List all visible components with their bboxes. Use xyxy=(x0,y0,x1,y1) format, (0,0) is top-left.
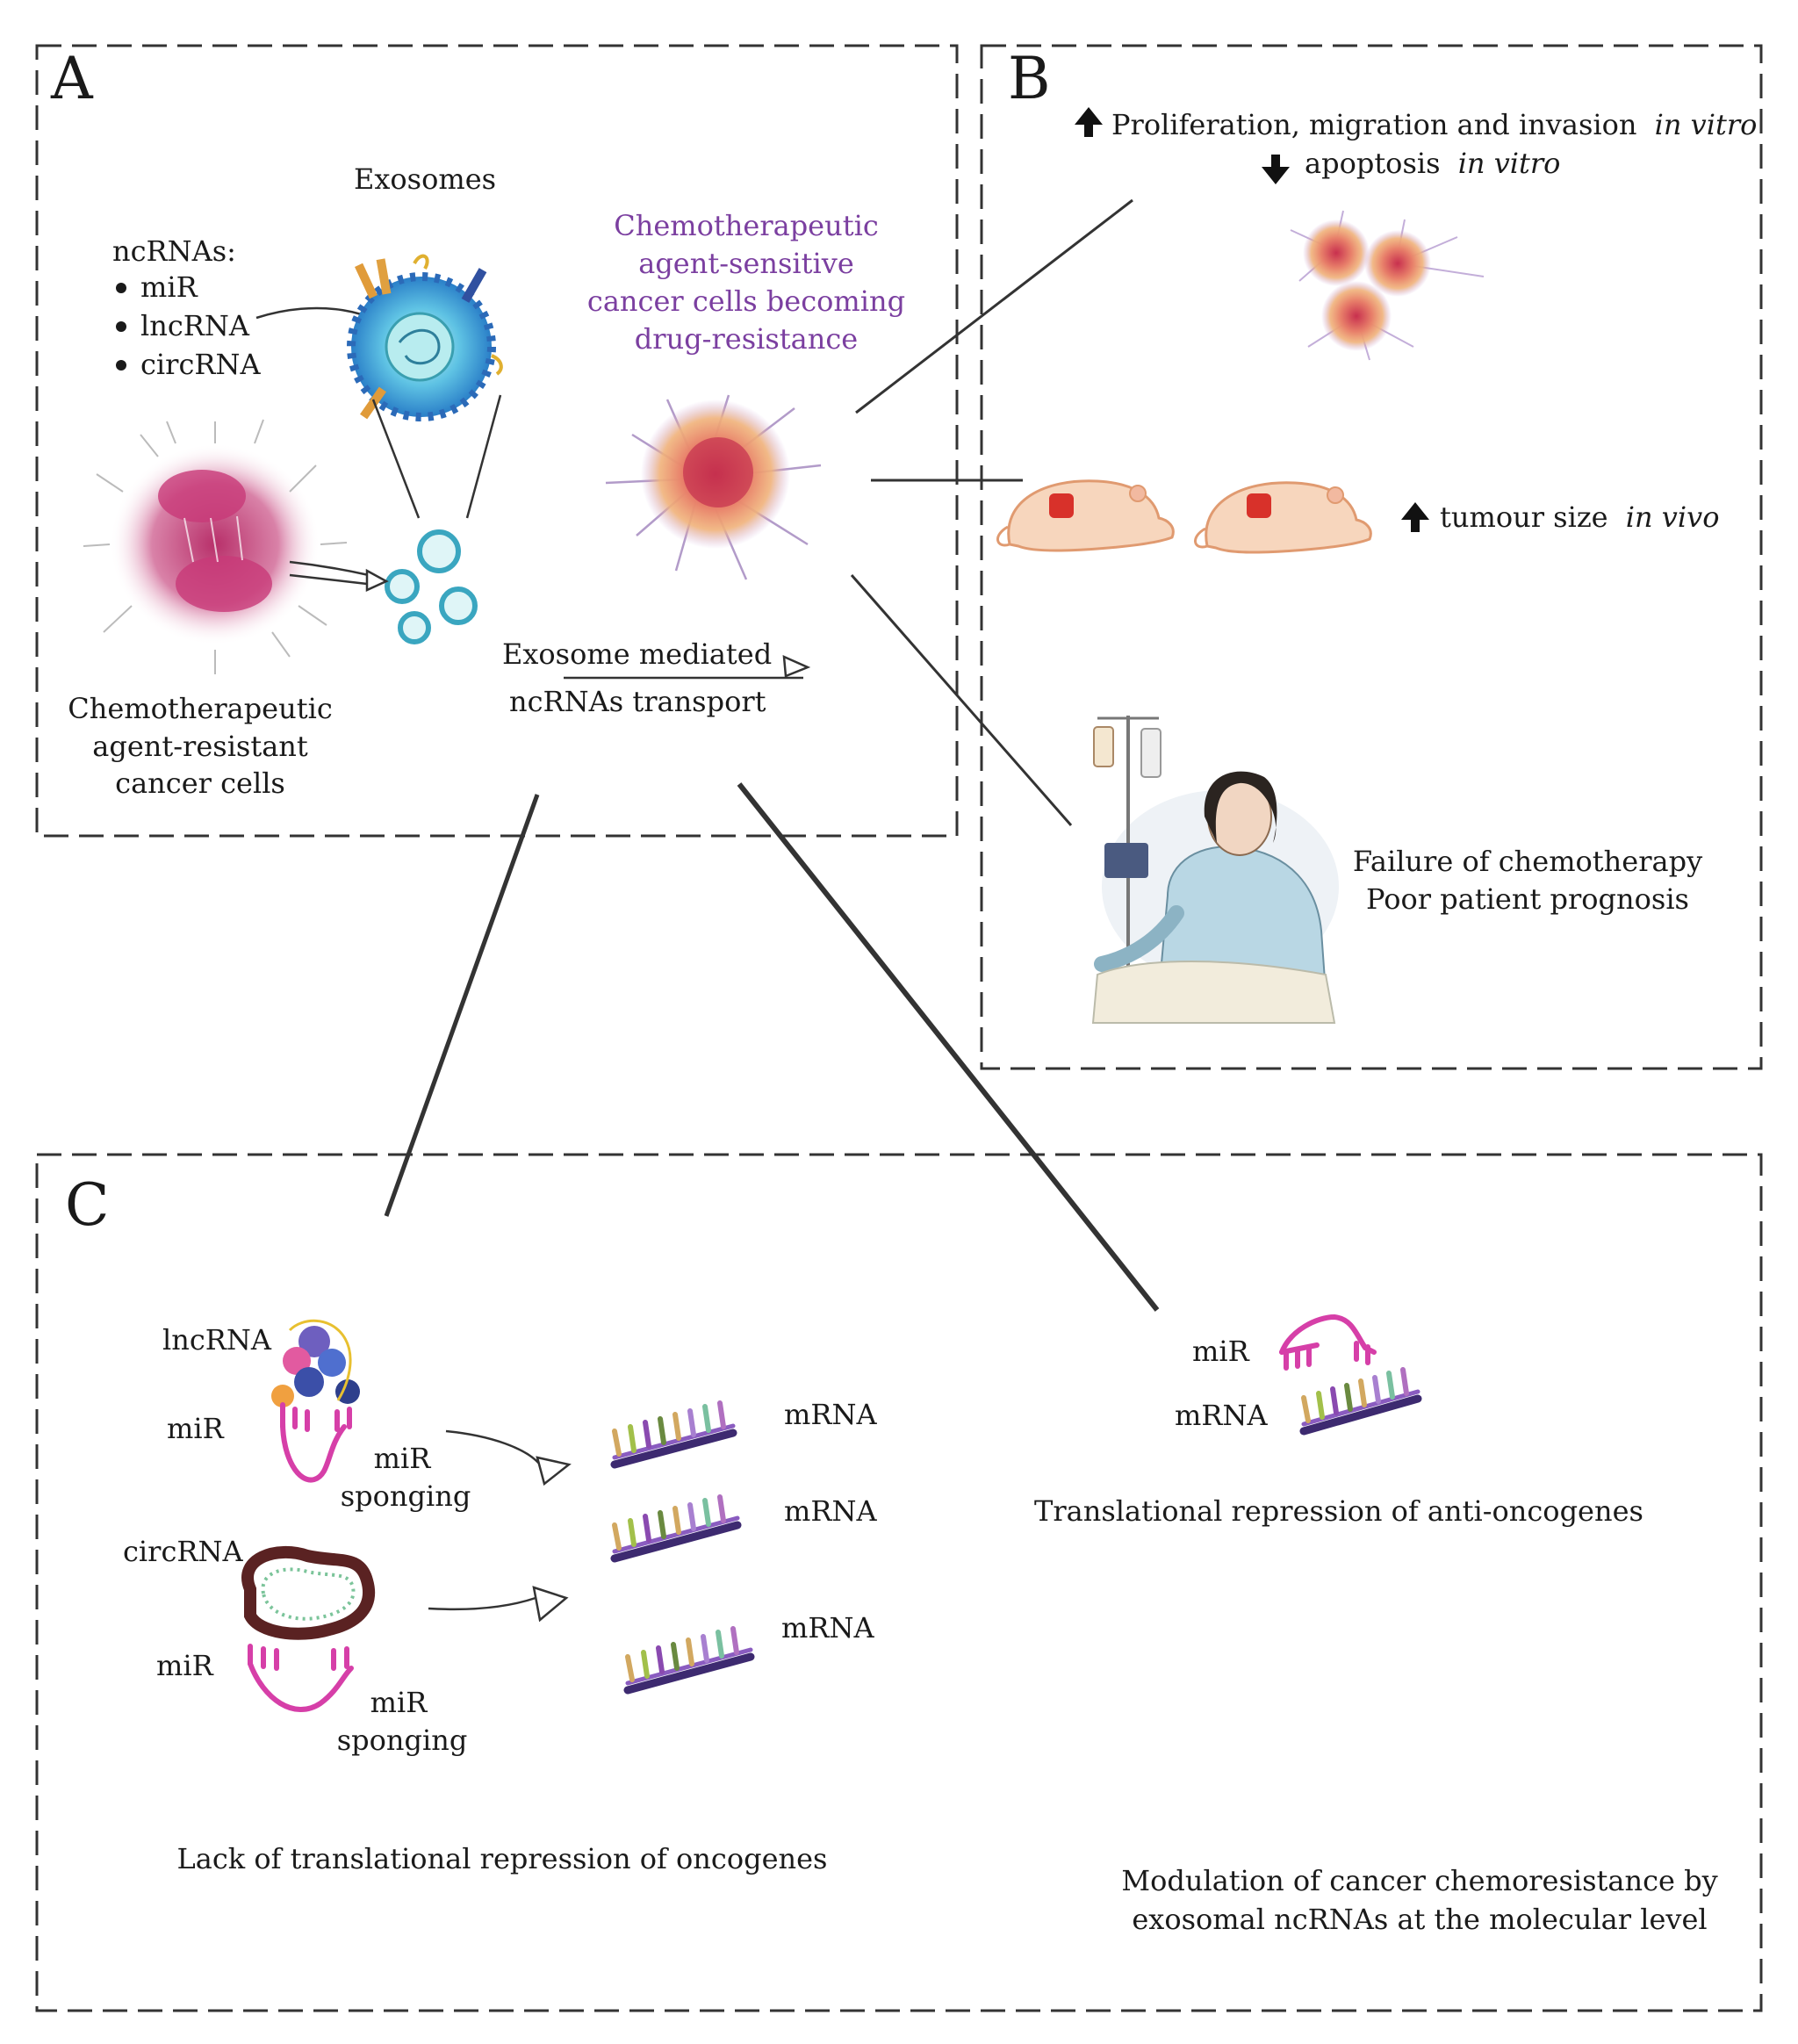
sensitive-label-line-1: Chemotherapeutic xyxy=(614,209,878,242)
right-mir-label: miR xyxy=(1192,1335,1250,1368)
sensitive-label-line-4: drug-resistance xyxy=(635,322,858,356)
panel-a-box xyxy=(35,44,959,838)
summary-label: Modulation of cancer chemoresistance by … xyxy=(1121,1864,1717,1936)
resistant-label-line-2: agent-resistant xyxy=(92,730,308,763)
sponging-arrow-2 xyxy=(428,1586,569,1623)
resistant-label-line-3: cancer cells xyxy=(115,766,285,800)
sensitive-cells-label: Chemotherapeutic agent-sensitive cancer … xyxy=(587,209,905,356)
secretion-arrow xyxy=(289,560,389,592)
in-vivo-italic: in vivo xyxy=(1626,500,1720,534)
in-vivo-main: tumour size xyxy=(1440,500,1608,534)
arrow-up-icon xyxy=(1401,502,1429,532)
arrow-down-icon xyxy=(1262,155,1290,184)
mrna-icon xyxy=(1299,1367,1422,1436)
sensitive-cancer-cell-icon xyxy=(605,394,822,580)
lncrna-icon xyxy=(271,1319,360,1407)
mrna-label-3: mRNA xyxy=(781,1611,874,1645)
arrow-up-icon xyxy=(1075,107,1103,137)
summary-line-1: Modulation of cancer chemoresistance by xyxy=(1121,1864,1717,1897)
summary-line-2: exosomal ncRNAs at the molecular level xyxy=(1132,1903,1707,1936)
sponging-label-2: miR sponging xyxy=(337,1686,468,1757)
sponging-2-line-2: sponging xyxy=(337,1724,468,1757)
sponging-2-line-1: miR xyxy=(370,1686,428,1719)
sensitive-label-line-3: cancer cells becoming xyxy=(587,284,905,318)
circrna-label: circRNA xyxy=(123,1535,243,1568)
transport-arrow xyxy=(564,654,811,680)
small-exosomes-icon xyxy=(385,529,478,644)
exosomes-label: Exosomes xyxy=(354,162,496,196)
in-vitro-down-text: apoptosis in vitro xyxy=(1305,147,1560,180)
panel-b-box xyxy=(980,44,1763,1070)
resistant-label-line-1: Chemotherapeutic xyxy=(68,692,332,725)
lncrna-label: lncRNA xyxy=(162,1323,272,1357)
resistant-cancer-cell-icon xyxy=(83,419,348,674)
circrna-icon xyxy=(241,1545,375,1640)
ncrna-item-mir: miR xyxy=(140,270,198,304)
resistant-cells-label: Chemotherapeutic agent-resistant cancer … xyxy=(68,692,332,800)
in-vitro-down-italic: in vitro xyxy=(1458,147,1561,180)
mirna-icon xyxy=(280,1402,352,1483)
clinical-line-2: Poor patient prognosis xyxy=(1366,882,1689,916)
sponging-1-line-1: miR xyxy=(374,1442,432,1475)
ncrnas-heading: ncRNAs: xyxy=(112,234,236,268)
mrna-icon xyxy=(610,1494,742,1563)
zoom-lines xyxy=(371,394,502,519)
in-vitro-up-text: Proliferation, migration and invasion in… xyxy=(1111,108,1757,141)
clinical-outcome-label: Failure of chemotherapy Poor patient pro… xyxy=(1353,845,1702,916)
panel-c-box xyxy=(35,1153,1763,2012)
mrna-label-1: mRNA xyxy=(784,1398,877,1431)
mrna-label-2: mRNA xyxy=(784,1494,877,1528)
ncrna-list: miR lncRNA circRNA xyxy=(116,270,261,381)
ncrna-item-lncrna: lncRNA xyxy=(140,309,250,342)
in-vitro-up-italic: in vitro xyxy=(1655,108,1758,141)
mouse-icon xyxy=(996,479,1175,552)
right-mrna-label: mRNA xyxy=(1175,1399,1268,1432)
in-vitro-down-main: apoptosis xyxy=(1305,147,1441,180)
in-vivo-text: tumour size in vivo xyxy=(1440,500,1719,534)
proliferating-cells-icon xyxy=(1290,210,1485,361)
panel-label-b: B xyxy=(1008,45,1051,112)
in-vitro-up-main: Proliferation, migration and invasion xyxy=(1111,108,1636,141)
panel-label-c: C xyxy=(65,1171,110,1239)
clinical-line-1: Failure of chemotherapy xyxy=(1353,845,1702,878)
mir-label-1: miR xyxy=(167,1412,225,1445)
sponging-1-line-2: sponging xyxy=(341,1479,471,1513)
transport-label-line-1: Exosome mediated xyxy=(502,637,772,671)
mir-label-2: miR xyxy=(156,1649,214,1682)
connector-lines xyxy=(384,198,1160,1312)
mirna-icon xyxy=(1279,1313,1377,1371)
transport-label-line-2: ncRNAs transport xyxy=(509,685,766,718)
sponging-arrow-1 xyxy=(445,1429,572,1486)
sponging-label-1: miR sponging xyxy=(341,1442,471,1513)
exosome-icon xyxy=(347,254,503,421)
mrna-icon xyxy=(623,1626,755,1695)
lack-repression-label: Lack of translational repression of onco… xyxy=(177,1842,828,1875)
mrna-icon xyxy=(610,1400,737,1469)
ncrna-item-circrna: circRNA xyxy=(140,348,261,381)
panel-label-a: A xyxy=(50,45,94,112)
sensitive-label-line-2: agent-sensitive xyxy=(638,247,854,280)
translational-repression-label: Translational repression of anti-oncogen… xyxy=(1034,1494,1643,1528)
mirna-icon xyxy=(248,1644,354,1713)
patient-icon xyxy=(1091,716,1339,1024)
mouse-icon xyxy=(1194,481,1372,554)
